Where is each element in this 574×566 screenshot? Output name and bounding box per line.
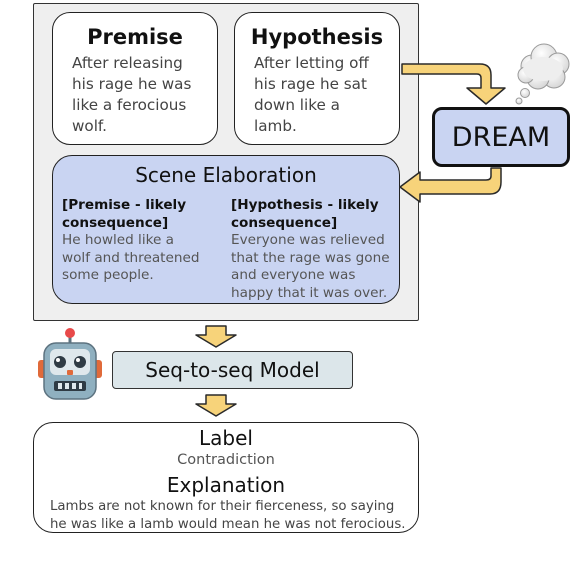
heading-line: consequence] [62,214,169,231]
scene-elaboration-card: Scene Elaboration [Premise - likely cons… [52,155,400,304]
hypothesis-consequence: [Hypothesis - likely consequence] Everyo… [231,197,399,302]
label-value: Contradiction [177,452,275,468]
arrow-from-dream [399,167,502,203]
hypothesis-text: After letting off his rage he sat down l… [254,53,394,137]
seq2seq-model-label: Seq-to-seq Model [145,358,320,382]
hypothesis-consequence-heading: [Hypothesis - likely consequence] [231,197,399,232]
explanation-line: Lambs are not known for their fierceness… [50,499,395,514]
thought-cloud-icon [515,43,570,105]
label-heading: Label [199,426,253,450]
premise-consequence: [Premise - likely consequence] He howled… [62,197,222,285]
premise-text: After releasing his rage he was like a f… [72,53,212,137]
robot-icon [38,328,102,400]
premise-line: wolf. [72,117,108,135]
heading-line: consequence] [231,214,338,231]
dream-label: DREAM [451,121,551,153]
hypothesis-consequence-text: Everyone was relieved that the rage was … [231,232,399,302]
premise-line: After releasing [72,54,183,72]
premise-line: his rage he was [72,75,192,93]
scene-elaboration-title: Scene Elaboration [135,163,317,187]
body-line: some people. [62,267,154,283]
body-line: wolf and threatened [62,249,200,266]
body-line: and everyone was [231,267,356,283]
dream-box: DREAM [432,107,570,167]
hypothesis-line: his rage he sat [254,75,367,93]
seq2seq-model-box: Seq-to-seq Model [112,351,353,389]
hypothesis-line: lamb. [254,117,297,135]
arrow-to-output [195,394,237,417]
premise-consequence-heading: [Premise - likely consequence] [62,197,222,232]
explanation-heading: Explanation [166,473,286,497]
hypothesis-card: Hypothesis After letting off his rage he… [234,12,400,145]
premise-card: Premise After releasing his rage he was … [52,12,218,145]
hypothesis-line: down like a [254,96,340,114]
hypothesis-title: Hypothesis [250,25,384,49]
body-line: He howled like a [62,232,175,248]
arrow-to-model [195,325,237,348]
heading-line: [Premise - likely [62,197,187,213]
heading-line: [Hypothesis - likely [231,197,379,213]
body-line: Everyone was relieved [231,232,385,248]
explanation-line: he was like a lamb would mean he was not… [50,516,406,532]
arrow-to-dream [401,63,506,105]
premise-line: like a ferocious [72,96,187,114]
output-card: Label Contradiction Explanation Lambs ar… [33,422,419,533]
premise-title: Premise [87,25,183,49]
explanation-text: Lambs are not known for their fierceness… [50,498,410,533]
body-line: happy that it was over. [231,284,388,301]
body-line: that the rage was gone [231,249,390,266]
premise-consequence-text: He howled like a wolf and threatened som… [62,232,222,285]
hypothesis-line: After letting off [254,54,369,72]
